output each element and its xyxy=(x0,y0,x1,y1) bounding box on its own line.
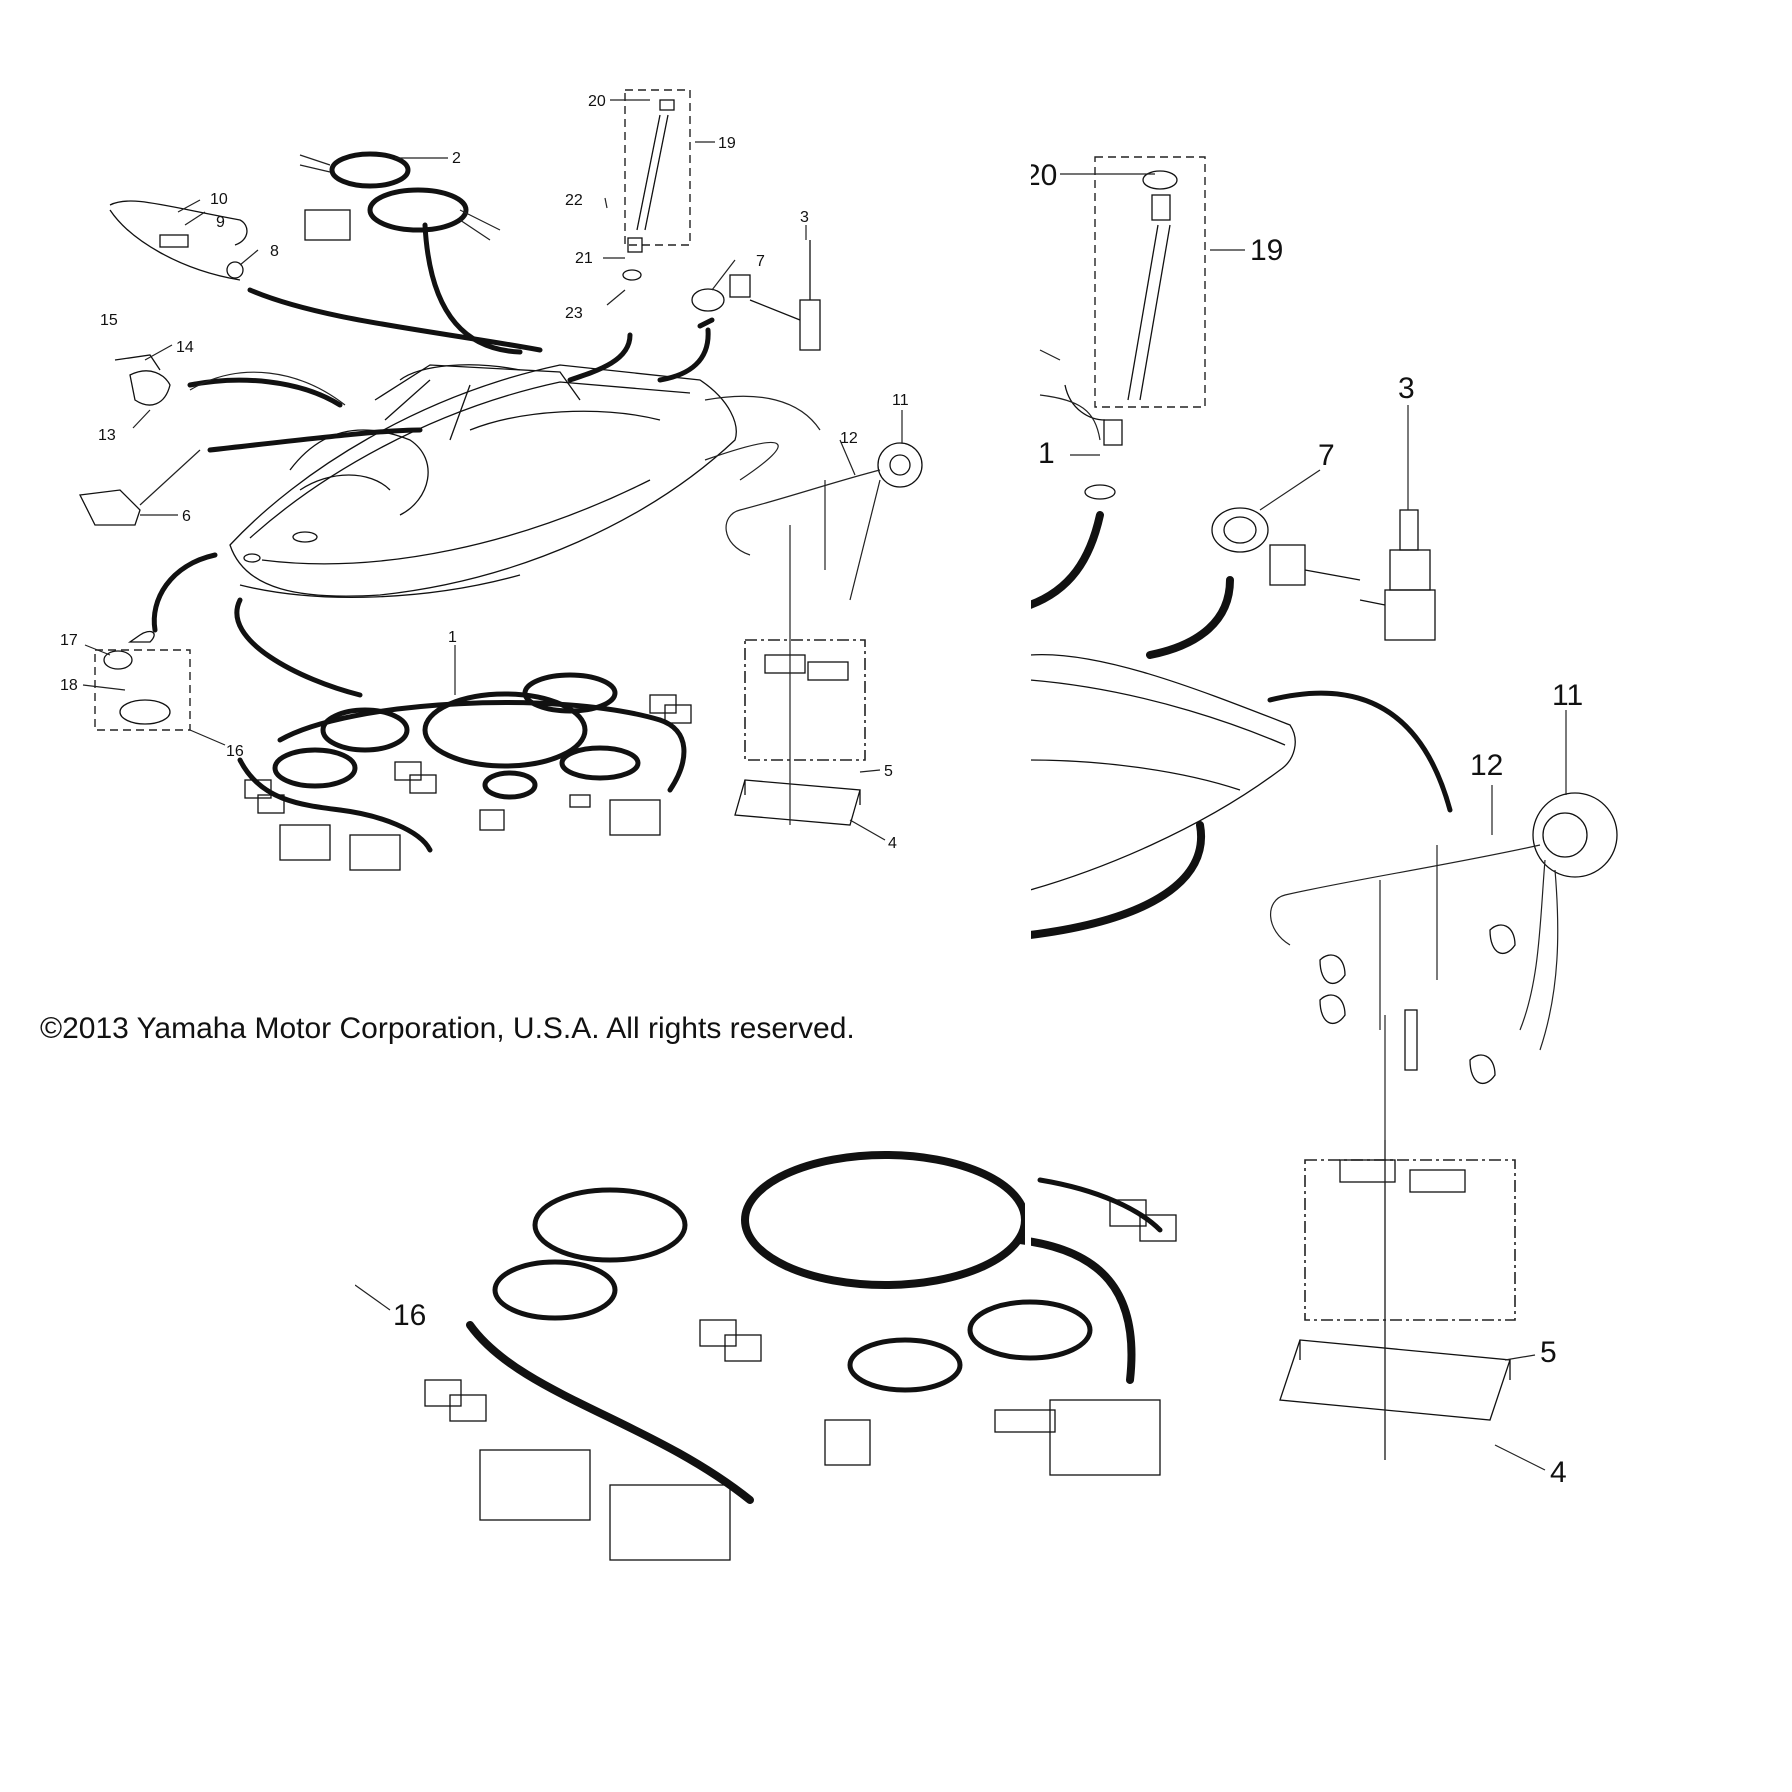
callout-11: 11 xyxy=(892,392,909,409)
callout-16: 16 xyxy=(226,743,244,760)
callout-23: 23 xyxy=(565,305,583,322)
detail-callout-7: 7 xyxy=(1318,439,1335,472)
detail-callout-16: 16 xyxy=(393,1299,426,1332)
detail-callout-5: 5 xyxy=(1540,1336,1557,1369)
callout-8: 8 xyxy=(270,243,279,260)
main-harness xyxy=(237,672,692,871)
detail-callout-3: 3 xyxy=(1398,372,1415,405)
callout-3: 3 xyxy=(800,209,809,226)
callout-14: 14 xyxy=(176,339,194,356)
callout-4: 4 xyxy=(888,835,897,852)
detail-callout-1: 1 xyxy=(1038,437,1055,470)
callout-17: 17 xyxy=(60,632,78,649)
detail-upper-right: 20 19 3 7 1 11 12 5 4 16 xyxy=(354,156,1618,1561)
fuel-sender xyxy=(622,89,691,281)
callout-15: 15 xyxy=(100,312,118,329)
callout-10: 10 xyxy=(210,191,228,208)
callout-13: 13 xyxy=(98,427,116,444)
callout-6: 6 xyxy=(182,508,191,525)
boat-hull xyxy=(229,364,737,598)
callout-19: 19 xyxy=(718,135,736,152)
callout-21: 21 xyxy=(575,250,593,267)
callout-5: 5 xyxy=(884,763,893,780)
callout-1: 1 xyxy=(448,629,457,646)
detail-callout-19: 19 xyxy=(1250,234,1283,267)
callout-22: 22 xyxy=(565,192,583,209)
copyright-notice: ©2013 Yamaha Motor Corporation, U.S.A. A… xyxy=(40,1012,855,1045)
callout-7: 7 xyxy=(756,253,765,270)
callout-12: 12 xyxy=(840,430,858,447)
battery-assembly xyxy=(725,442,923,826)
callout-9: 9 xyxy=(216,214,225,231)
detail-callout-11: 11 xyxy=(1552,679,1583,712)
overview-diagram: 1 2 3 4 5 6 7 8 9 10 11 12 13 14 15 16 1… xyxy=(60,89,923,871)
callout-18: 18 xyxy=(60,677,78,694)
callout-20: 20 xyxy=(588,93,606,110)
callout-2: 2 xyxy=(452,150,461,167)
detail-callout-4: 4 xyxy=(1550,1456,1567,1489)
detail-callout-12: 12 xyxy=(1470,749,1503,782)
